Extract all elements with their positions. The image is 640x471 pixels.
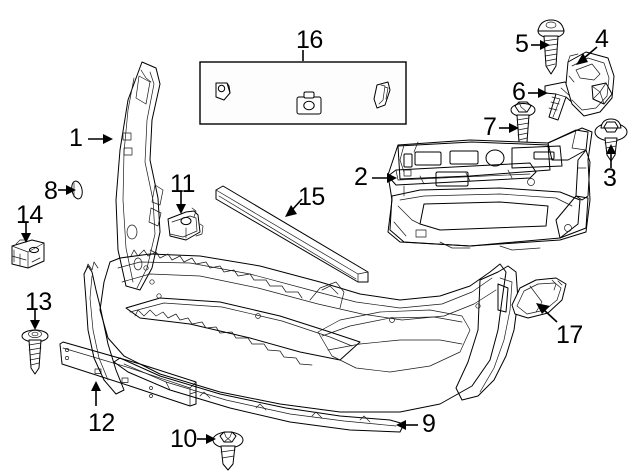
callout-label-3[interactable]: 3 bbox=[603, 164, 617, 192]
part-7-hex-flange-screw[interactable] bbox=[510, 101, 536, 149]
callout-label-6[interactable]: 6 bbox=[512, 78, 526, 106]
part-4-corner-bracket[interactable] bbox=[565, 51, 615, 117]
callout-label-11[interactable]: 11 bbox=[170, 170, 195, 198]
leader-lines bbox=[21, 40, 616, 444]
part-15-impact-strip[interactable] bbox=[215, 185, 369, 283]
callout-label-13[interactable]: 13 bbox=[25, 288, 52, 316]
small-angle-bracket-icon bbox=[215, 82, 231, 101]
part-17-tow-eye-cover[interactable] bbox=[511, 277, 567, 319]
part-12-license-plate-bracket[interactable] bbox=[59, 341, 197, 407]
callout-label-5[interactable]: 5 bbox=[515, 30, 529, 58]
callout-label-10[interactable]: 10 bbox=[170, 425, 197, 453]
callout-label-4[interactable]: 4 bbox=[595, 25, 609, 53]
callout-label-15[interactable]: 15 bbox=[298, 183, 325, 211]
wedge-clip-bracket-icon bbox=[373, 81, 391, 109]
callout-label-14[interactable]: 14 bbox=[16, 201, 43, 229]
part-10-hex-head-rivet[interactable] bbox=[212, 431, 244, 471]
part-1-side-guide-rail[interactable] bbox=[115, 61, 164, 291]
part-13-washer-head-screw[interactable] bbox=[21, 329, 49, 375]
part-2-reinforcement-carrier[interactable] bbox=[387, 127, 593, 251]
callout-label-17[interactable]: 17 bbox=[556, 321, 583, 349]
callout-label-12[interactable]: 12 bbox=[88, 409, 115, 437]
callout-label-2[interactable]: 2 bbox=[354, 163, 368, 191]
callout-label-16[interactable]: 16 bbox=[296, 26, 323, 54]
callout-label-9[interactable]: 9 bbox=[422, 410, 436, 438]
group-box-16[interactable] bbox=[199, 50, 407, 125]
front-bumper-cover[interactable] bbox=[83, 249, 519, 433]
part-14-cage-nut-clip[interactable] bbox=[11, 239, 45, 269]
callout-label-8[interactable]: 8 bbox=[44, 177, 58, 205]
camera-sensor-holder-icon bbox=[296, 91, 322, 115]
part-11-sensor-retainer[interactable] bbox=[167, 207, 204, 241]
callout-label-7[interactable]: 7 bbox=[483, 113, 497, 141]
callout-label-1[interactable]: 1 bbox=[69, 124, 83, 152]
